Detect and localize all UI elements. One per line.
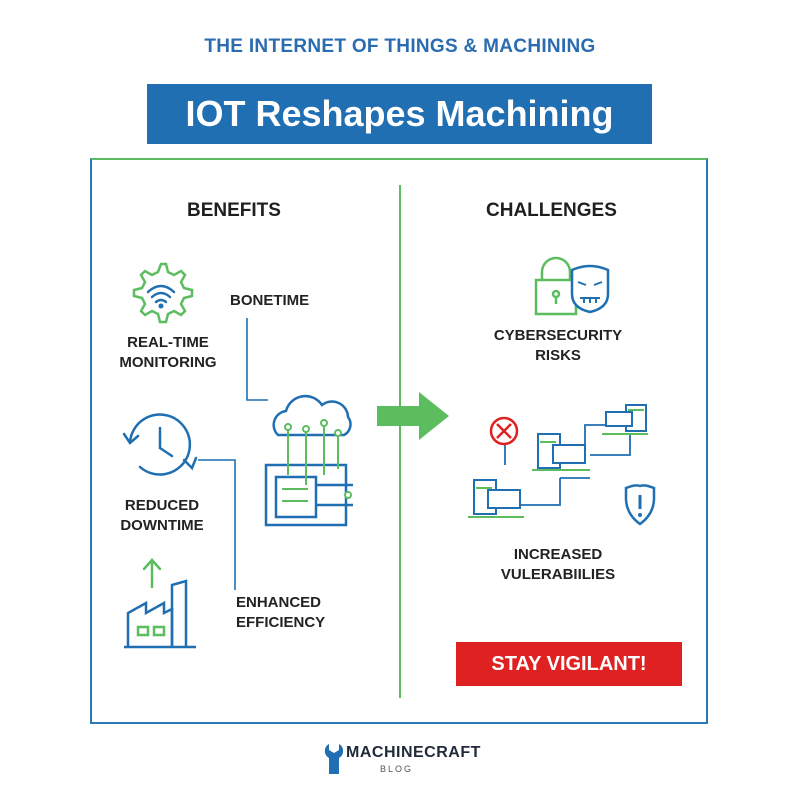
bonetime-label: BONETIME (230, 292, 310, 309)
downtime-line1: REDUCED (124, 497, 200, 514)
lock-hacker-icon (534, 256, 610, 316)
vuln-line1: INCREASED (513, 546, 603, 563)
benefits-heading: BENEFITS (187, 200, 281, 221)
cybersecurity-risks-label: CYBERSECURITY RISKS (488, 326, 628, 366)
cyber-line1: CYBERSECURITY (493, 327, 623, 344)
realtime-line2: MONITORING (119, 354, 217, 371)
clock-icon (122, 413, 198, 476)
error-icon (489, 416, 519, 446)
increased-vulnerabilities-label: INCREASED VULERABIILIES (488, 545, 628, 585)
wifi-gear-icon (132, 262, 194, 324)
realtime-line1: REAL-TIME (127, 334, 209, 351)
header-subtitle: THE INTERNET OF THINGS & MACHINING (204, 36, 596, 57)
shield-icon (624, 484, 656, 526)
center-divider (399, 185, 401, 698)
realtime-monitoring-label: REAL-TIME MONITORING (112, 333, 224, 373)
page-title: IOT Reshapes Machining (147, 84, 652, 144)
arrow-right-icon (377, 392, 449, 440)
enhanced-efficiency-label: ENHANCED EFFICIENCY (236, 593, 325, 633)
wrench-icon (324, 744, 344, 774)
cloud-machine-icon (264, 394, 353, 527)
content-frame (90, 158, 708, 724)
vuln-line2: VULERABIILIES (500, 566, 616, 583)
stay-vigilant-banner: STAY VIGILANT! (456, 642, 682, 686)
brand-name: MACHINECRAFT (346, 744, 481, 761)
challenges-heading: CHALLENGES (486, 200, 617, 221)
reduced-downtime-label: REDUCED DOWNTIME (106, 496, 218, 536)
efficiency-line2: EFFICIENCY (236, 614, 326, 631)
downtime-line2: DOWNTIME (120, 517, 204, 534)
brand-sub: BLOG (380, 764, 414, 774)
cyber-line2: RISKS (535, 347, 581, 364)
factory-icon (124, 558, 196, 649)
efficiency-line1: ENHANCED (236, 594, 322, 611)
